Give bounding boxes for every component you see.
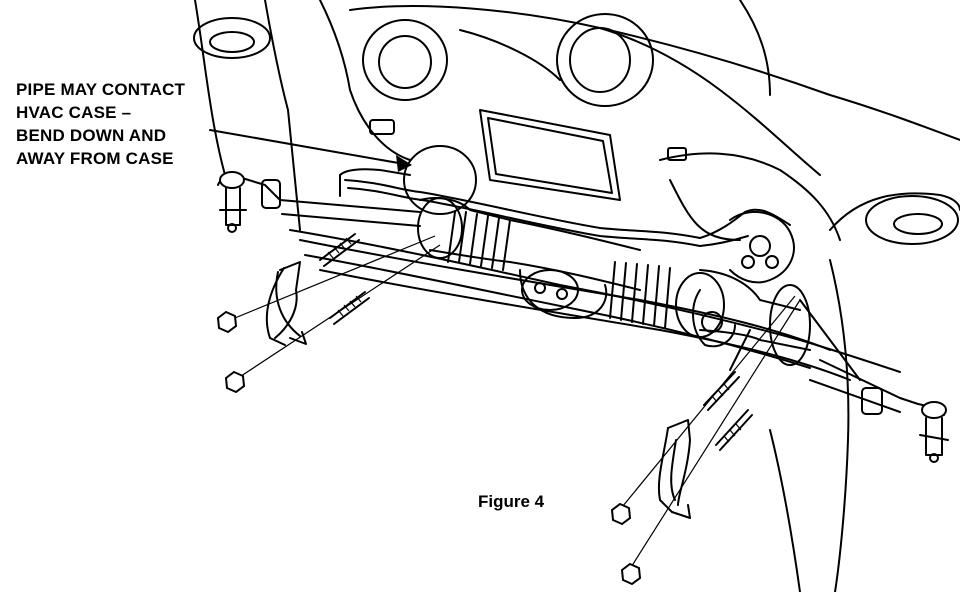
- callout-pointer: [209, 129, 477, 215]
- tie-rod-end-right: [861, 387, 949, 463]
- crossmember: [289, 229, 901, 373]
- callout-line-2: HVAC CASE –: [16, 103, 132, 122]
- mounting-clamp-right: [657, 419, 691, 519]
- fasteners: [216, 235, 801, 586]
- figure-caption: Figure 4: [478, 492, 545, 511]
- callout-line-3: BEND DOWN AND: [16, 126, 167, 145]
- rack-boot-left: [417, 197, 511, 271]
- hydraulic-pipes: [344, 179, 791, 247]
- callout-text: PIPE MAY CONTACT HVAC CASE – BEND DOWN A…: [16, 78, 185, 170]
- mounting-clamp-left: [265, 261, 307, 346]
- panel-openings: [193, 13, 960, 245]
- tie-rod-end-left: [217, 171, 281, 233]
- body-panel: [194, 0, 960, 592]
- steering-rack: [279, 168, 901, 413]
- callout-line-1: PIPE MAY CONTACT: [16, 80, 186, 99]
- access-panel: [369, 109, 687, 201]
- callout-line-4: AWAY FROM CASE: [16, 149, 174, 168]
- valve-body: [692, 211, 795, 348]
- rack-boot-right: [609, 261, 811, 366]
